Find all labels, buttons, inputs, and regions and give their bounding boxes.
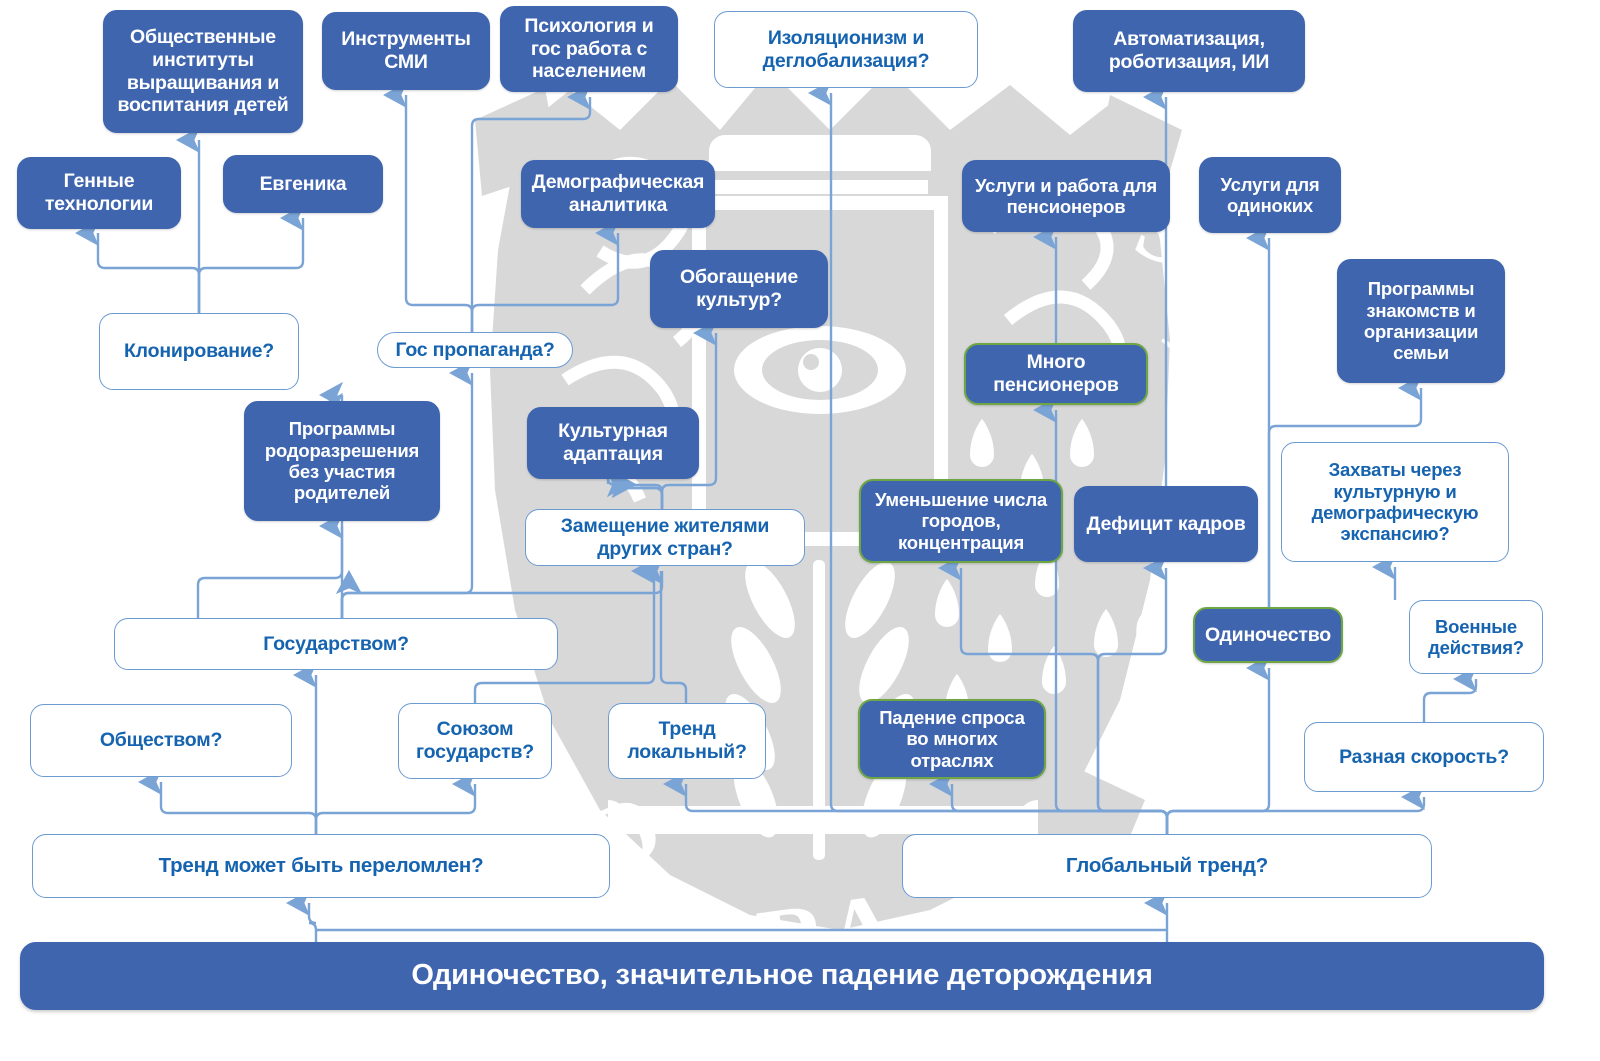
diagram-node-label: Общественные институты выращивания и вос…: [117, 26, 289, 117]
diagram-node[interactable]: Общественные институты выращивания и вос…: [103, 10, 303, 133]
diagram-node[interactable]: Много пенсионеров: [964, 343, 1148, 405]
diagram-node[interactable]: Одиночество: [1193, 607, 1343, 663]
diagram-node[interactable]: Гос пропаганда?: [377, 332, 573, 368]
diagram-node[interactable]: Обогащение культур?: [650, 250, 828, 328]
diagram-node[interactable]: Услуги и работа для пенсионеров: [962, 160, 1170, 232]
diagram-node-label: Генные технологии: [44, 170, 154, 215]
diagram-node[interactable]: Автоматизация, роботизация, ИИ: [1073, 10, 1305, 92]
diagram-node[interactable]: Глобальный тренд?: [902, 834, 1432, 898]
diagram-node-label: Государством?: [263, 632, 409, 655]
main-banner-label: Одиночество, значительное падение деторо…: [411, 959, 1153, 992]
diagram-node-label: Одиночество: [1205, 623, 1331, 646]
diagram-node[interactable]: Программы знакомств и организации семьи: [1337, 259, 1505, 383]
diagram-node-label: Падение спроса во многих отраслях: [879, 706, 1025, 771]
main-banner: Одиночество, значительное падение деторо…: [20, 942, 1544, 1010]
diagram-node-label: Союзом государств?: [416, 718, 534, 763]
diagram-node-label: Культурная адаптация: [558, 420, 668, 465]
diagram-node-label: Замещение жителями других стран?: [560, 514, 770, 560]
diagram-node[interactable]: Психология и гос работа с населением: [500, 6, 678, 92]
diagram-node-label: Психология и гос работа с населением: [524, 15, 654, 83]
diagram-node[interactable]: Захваты через культурную и демографическ…: [1281, 442, 1509, 562]
diagram-node[interactable]: Союзом государств?: [398, 703, 552, 779]
diagram-node[interactable]: Услуги для одиноких: [1199, 157, 1341, 233]
diagram-node[interactable]: Изоляционизм и деглобализация?: [714, 11, 978, 88]
diagram-node-label: Автоматизация, роботизация, ИИ: [1108, 28, 1270, 73]
diagram-node[interactable]: Замещение жителями других стран?: [525, 509, 805, 566]
diagram-node-label: Захваты через культурную и демографическ…: [1311, 459, 1479, 545]
diagram-node-label: Демографическая аналитика: [531, 171, 705, 216]
diagram-node[interactable]: Военные действия?: [1409, 600, 1543, 674]
diagram-node-label: Евгеника: [259, 172, 347, 195]
diagram-node-label: Программы знакомств и организации семьи: [1363, 278, 1479, 364]
diagram-node-label: Обществом?: [99, 729, 223, 752]
diagram-node[interactable]: Обществом?: [30, 704, 292, 777]
diagram-node[interactable]: Программы родоразрешения без участия род…: [244, 401, 440, 521]
diagram-node[interactable]: Разная скорость?: [1304, 722, 1544, 792]
diagram-node[interactable]: Евгеника: [223, 155, 383, 213]
diagram-node-label: Уменьшение числа городов, концентрация: [874, 488, 1048, 553]
diagram-node[interactable]: Культурная адаптация: [527, 407, 699, 479]
diagram-node[interactable]: Демографическая аналитика: [521, 160, 715, 228]
diagram-node[interactable]: Генные технологии: [17, 157, 181, 229]
diagram-node[interactable]: Дефицит кадров: [1074, 486, 1258, 562]
diagram-node[interactable]: Тренд локальный?: [608, 703, 766, 779]
diagram-node-label: Глобальный тренд?: [1065, 854, 1269, 878]
diagram-node-label: Клонирование?: [123, 340, 275, 363]
diagram-node-label: Обогащение культур?: [680, 266, 798, 311]
diagram-node[interactable]: Государством?: [114, 618, 558, 670]
diagram-node-label: Дефицит кадров: [1086, 512, 1246, 535]
diagram-node-label: Услуги и работа для пенсионеров: [975, 174, 1157, 217]
diagram-node-label: Программы родоразрешения без участия род…: [264, 418, 420, 504]
diagram-node-label: Гос пропаганда?: [395, 338, 555, 361]
diagram-node[interactable]: Клонирование?: [99, 313, 299, 390]
diagram-node-label: Тренд может быть переломлен?: [158, 854, 484, 878]
diagram-node[interactable]: Инструменты СМИ: [322, 12, 490, 90]
diagram-node[interactable]: Тренд может быть переломлен?: [32, 834, 610, 898]
diagram-node-label: Изоляционизм и деглобализация?: [762, 26, 930, 72]
diagram-node[interactable]: Падение спроса во многих отраслях: [858, 699, 1046, 779]
svg-text:L: L: [1147, 279, 1257, 393]
diagram-node-label: Много пенсионеров: [993, 351, 1119, 396]
svg-text:O: O: [1153, 388, 1270, 500]
diagram-node-label: Инструменты СМИ: [341, 28, 471, 73]
diagram-node[interactable]: Уменьшение числа городов, концентрация: [859, 479, 1063, 563]
diagram-node-label: Услуги для одиноких: [1220, 173, 1320, 216]
diagram-node-label: Разная скорость?: [1339, 745, 1509, 768]
diagram-node-label: Тренд локальный?: [627, 718, 747, 763]
diagram-node-label: Военные действия?: [1428, 615, 1524, 658]
